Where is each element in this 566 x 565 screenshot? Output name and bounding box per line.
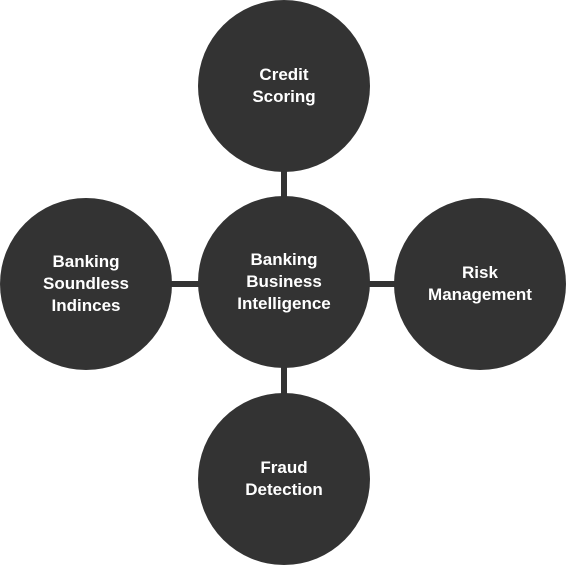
- node-credit-scoring: Credit Scoring: [198, 0, 370, 172]
- node-label-fraud-detection: Fraud Detection: [245, 458, 323, 499]
- connector-center-to-right: [366, 281, 398, 287]
- node-risk-management: Risk Management: [394, 198, 566, 370]
- connector-center-to-bottom: [281, 366, 287, 398]
- node-fraud-detection: Fraud Detection: [198, 393, 370, 565]
- node-label-credit-scoring: Credit Scoring: [252, 65, 316, 106]
- node-label-risk-management: Risk Management: [428, 263, 532, 304]
- node-banking-business-intelligence: Banking Business Intelligence: [198, 196, 370, 368]
- node-banking-soundless-indinces: Banking Soundless Indinces: [0, 198, 172, 370]
- connector-center-to-left: [170, 281, 202, 287]
- connector-center-to-top: [281, 168, 287, 200]
- node-label-banking-soundless-indinces: Banking Soundless Indinces: [43, 252, 129, 315]
- node-label-banking-business-intelligence: Banking Business Intelligence: [237, 250, 331, 313]
